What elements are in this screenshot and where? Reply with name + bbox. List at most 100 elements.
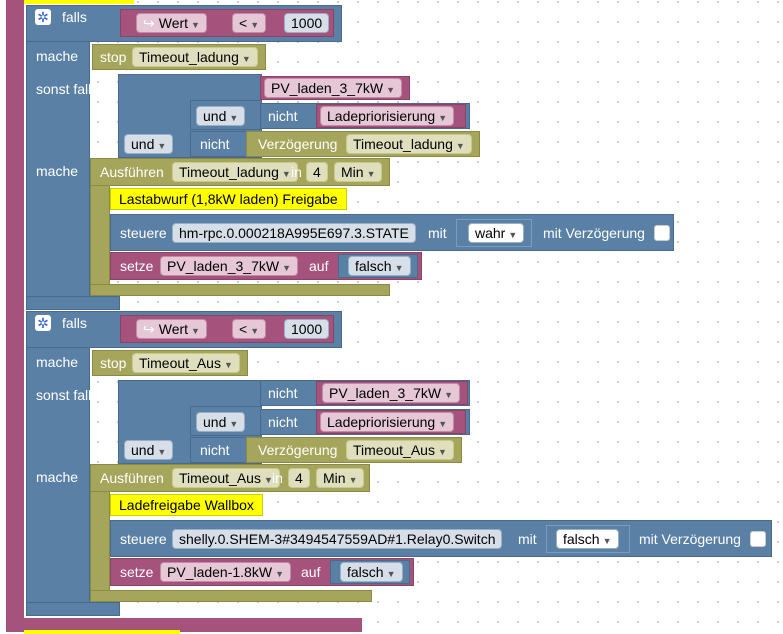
dropdown-arrow-icon: ▼ (386, 569, 396, 579)
in-label: in (272, 470, 283, 486)
amount-input[interactable]: 4 (288, 468, 310, 488)
stop-label: stop (100, 355, 127, 371)
dropdown-arrow-icon: ▼ (281, 169, 291, 179)
dropdown-arrow-icon: ▼ (263, 475, 273, 485)
dropdown-arrow-icon: ▼ (602, 536, 612, 546)
mit-label: mit (428, 225, 447, 241)
annotation-strip-bottom (24, 630, 180, 634)
dropdown-arrow-icon: ▼ (348, 475, 358, 485)
mache-label: mache (36, 163, 79, 179)
outer-script-block[interactable] (6, 0, 24, 632)
dropdown-arrow-icon: ▼ (508, 230, 518, 240)
dropdown-arrow-icon: ▼ (438, 113, 448, 123)
dropdown-arrow-icon: ▼ (191, 20, 200, 30)
value-variable[interactable]: ↪Wert▼ (136, 319, 207, 339)
and-dropdown[interactable]: und▼ (196, 412, 246, 432)
run-timer-spine (90, 186, 110, 284)
setze-label: setze (120, 258, 154, 274)
sonst-falls-label: sonst falls (36, 81, 99, 97)
boolean-dropdown[interactable]: falsch▼ (340, 562, 403, 582)
dropdown-arrow-icon: ▼ (366, 169, 376, 179)
dropdown-arrow-icon: ▼ (455, 141, 465, 151)
and-dropdown[interactable]: und▼ (124, 440, 174, 460)
unit-dropdown[interactable]: Min▼ (316, 468, 365, 488)
delay-checkbox[interactable] (750, 531, 766, 547)
run-timer-spine (90, 492, 110, 590)
variable-dropdown[interactable]: Ladepriorisierung▼ (320, 106, 455, 126)
mit-label: mit (518, 531, 537, 547)
if-block-footer (26, 296, 120, 310)
sonst-falls-label: sonst falls (36, 387, 99, 403)
run-timer-dropdown[interactable]: Timeout_ladung▼ (172, 162, 298, 182)
falls-label: falls (62, 315, 87, 331)
variable-dropdown[interactable]: PV_laden_3_7kW▼ (322, 383, 460, 403)
stop-label: stop (100, 49, 127, 65)
delay-timer-dropdown[interactable]: Timeout_ladung▼ (346, 134, 472, 154)
stop-timer-dropdown[interactable]: Timeout_Aus▼ (132, 353, 240, 373)
boolean-dropdown[interactable]: falsch▼ (556, 529, 619, 549)
variable-dropdown[interactable]: Ladepriorisierung▼ (320, 412, 455, 432)
dropdown-arrow-icon: ▼ (229, 113, 239, 123)
dropdown-arrow-icon: ▼ (223, 360, 233, 370)
nicht-label: nicht (268, 414, 298, 430)
steuere-label: steuere (120, 225, 167, 241)
run-timer-footer (90, 284, 390, 296)
boolean-dropdown[interactable]: wahr▼ (468, 223, 525, 243)
dropdown-arrow-icon: ▼ (386, 85, 395, 95)
dropdown-arrow-icon: ▼ (191, 326, 200, 336)
and-dropdown[interactable]: und▼ (124, 134, 174, 154)
dropdown-arrow-icon: ▼ (444, 390, 453, 400)
object-id-field[interactable]: hm-rpc.0.000218A995E697.3.STATE (172, 223, 416, 243)
mache-label: mache (36, 48, 79, 64)
falls-label: falls (62, 9, 87, 25)
return-arrow-icon: ↪ (143, 321, 155, 337)
set-variable-dropdown[interactable]: PV_laden_3_7kW▼ (160, 256, 298, 276)
return-arrow-icon: ↪ (143, 15, 155, 31)
auf-label: auf (309, 258, 329, 274)
value-variable[interactable]: ↪Wert▼ (136, 13, 207, 33)
dropdown-arrow-icon: ▼ (157, 447, 167, 457)
operator-dropdown[interactable]: <▼ (232, 13, 267, 33)
comment-block[interactable]: Lastabwurf (1,8kW laden) Freigabe (110, 188, 347, 210)
in-label: in (291, 164, 302, 180)
verzoegerung-label: Verzögerung (258, 136, 338, 152)
and-dropdown[interactable]: und▼ (196, 106, 246, 126)
operator-dropdown[interactable]: <▼ (232, 319, 267, 339)
amount-input[interactable]: 4 (306, 162, 328, 182)
nicht-label: nicht (268, 108, 298, 124)
comment-block[interactable]: Ladefreigabe Wallbox (110, 494, 263, 516)
set-variable-dropdown[interactable]: PV_laden-1.8kW▼ (160, 562, 291, 582)
verzoegerung-label: Verzögerung (258, 442, 338, 458)
dropdown-arrow-icon: ▼ (157, 141, 167, 151)
object-id-field[interactable]: shelly.0.SHEM-3#3494547559AD#1.Relay0.Sw… (172, 529, 503, 549)
number-input[interactable]: 1000 (284, 319, 330, 339)
unit-dropdown[interactable]: Min▼ (334, 162, 383, 182)
annotation-strip-top (24, 0, 134, 4)
variable-dropdown[interactable]: PV_laden_3_7kW▼ (264, 78, 402, 98)
run-timer-dropdown[interactable]: Timeout_Aus▼ (172, 468, 280, 488)
delay-timer-dropdown[interactable]: Timeout_Aus▼ (346, 440, 454, 460)
auf-label: auf (301, 564, 321, 580)
number-input[interactable]: 1000 (284, 13, 330, 33)
gear-icon[interactable]: ✲ (35, 315, 51, 331)
nicht-label: nicht (200, 136, 230, 152)
stop-timer-dropdown[interactable]: Timeout_ladung▼ (132, 47, 258, 67)
outer-script-block-bottom (6, 618, 362, 632)
boolean-dropdown[interactable]: falsch▼ (348, 256, 411, 276)
gear-icon[interactable]: ✲ (35, 9, 51, 25)
dropdown-arrow-icon: ▼ (438, 419, 448, 429)
dropdown-arrow-icon: ▼ (275, 569, 284, 579)
mit-verzoegerung-label: mit Verzögerung (639, 531, 741, 547)
setze-label: setze (120, 564, 154, 580)
run-timer-footer (90, 590, 372, 602)
ausfuehren-label: Ausführen (100, 470, 164, 486)
if-block-spine (26, 42, 90, 304)
nicht-label: nicht (268, 385, 298, 401)
dropdown-arrow-icon: ▼ (250, 20, 260, 30)
dropdown-arrow-icon: ▼ (241, 54, 251, 64)
mit-verzoegerung-label: mit Verzögerung (543, 225, 645, 241)
if-block-spine (26, 348, 90, 610)
nicht-label: nicht (200, 442, 230, 458)
if-block-footer (26, 602, 120, 616)
delay-checkbox[interactable] (654, 225, 670, 241)
